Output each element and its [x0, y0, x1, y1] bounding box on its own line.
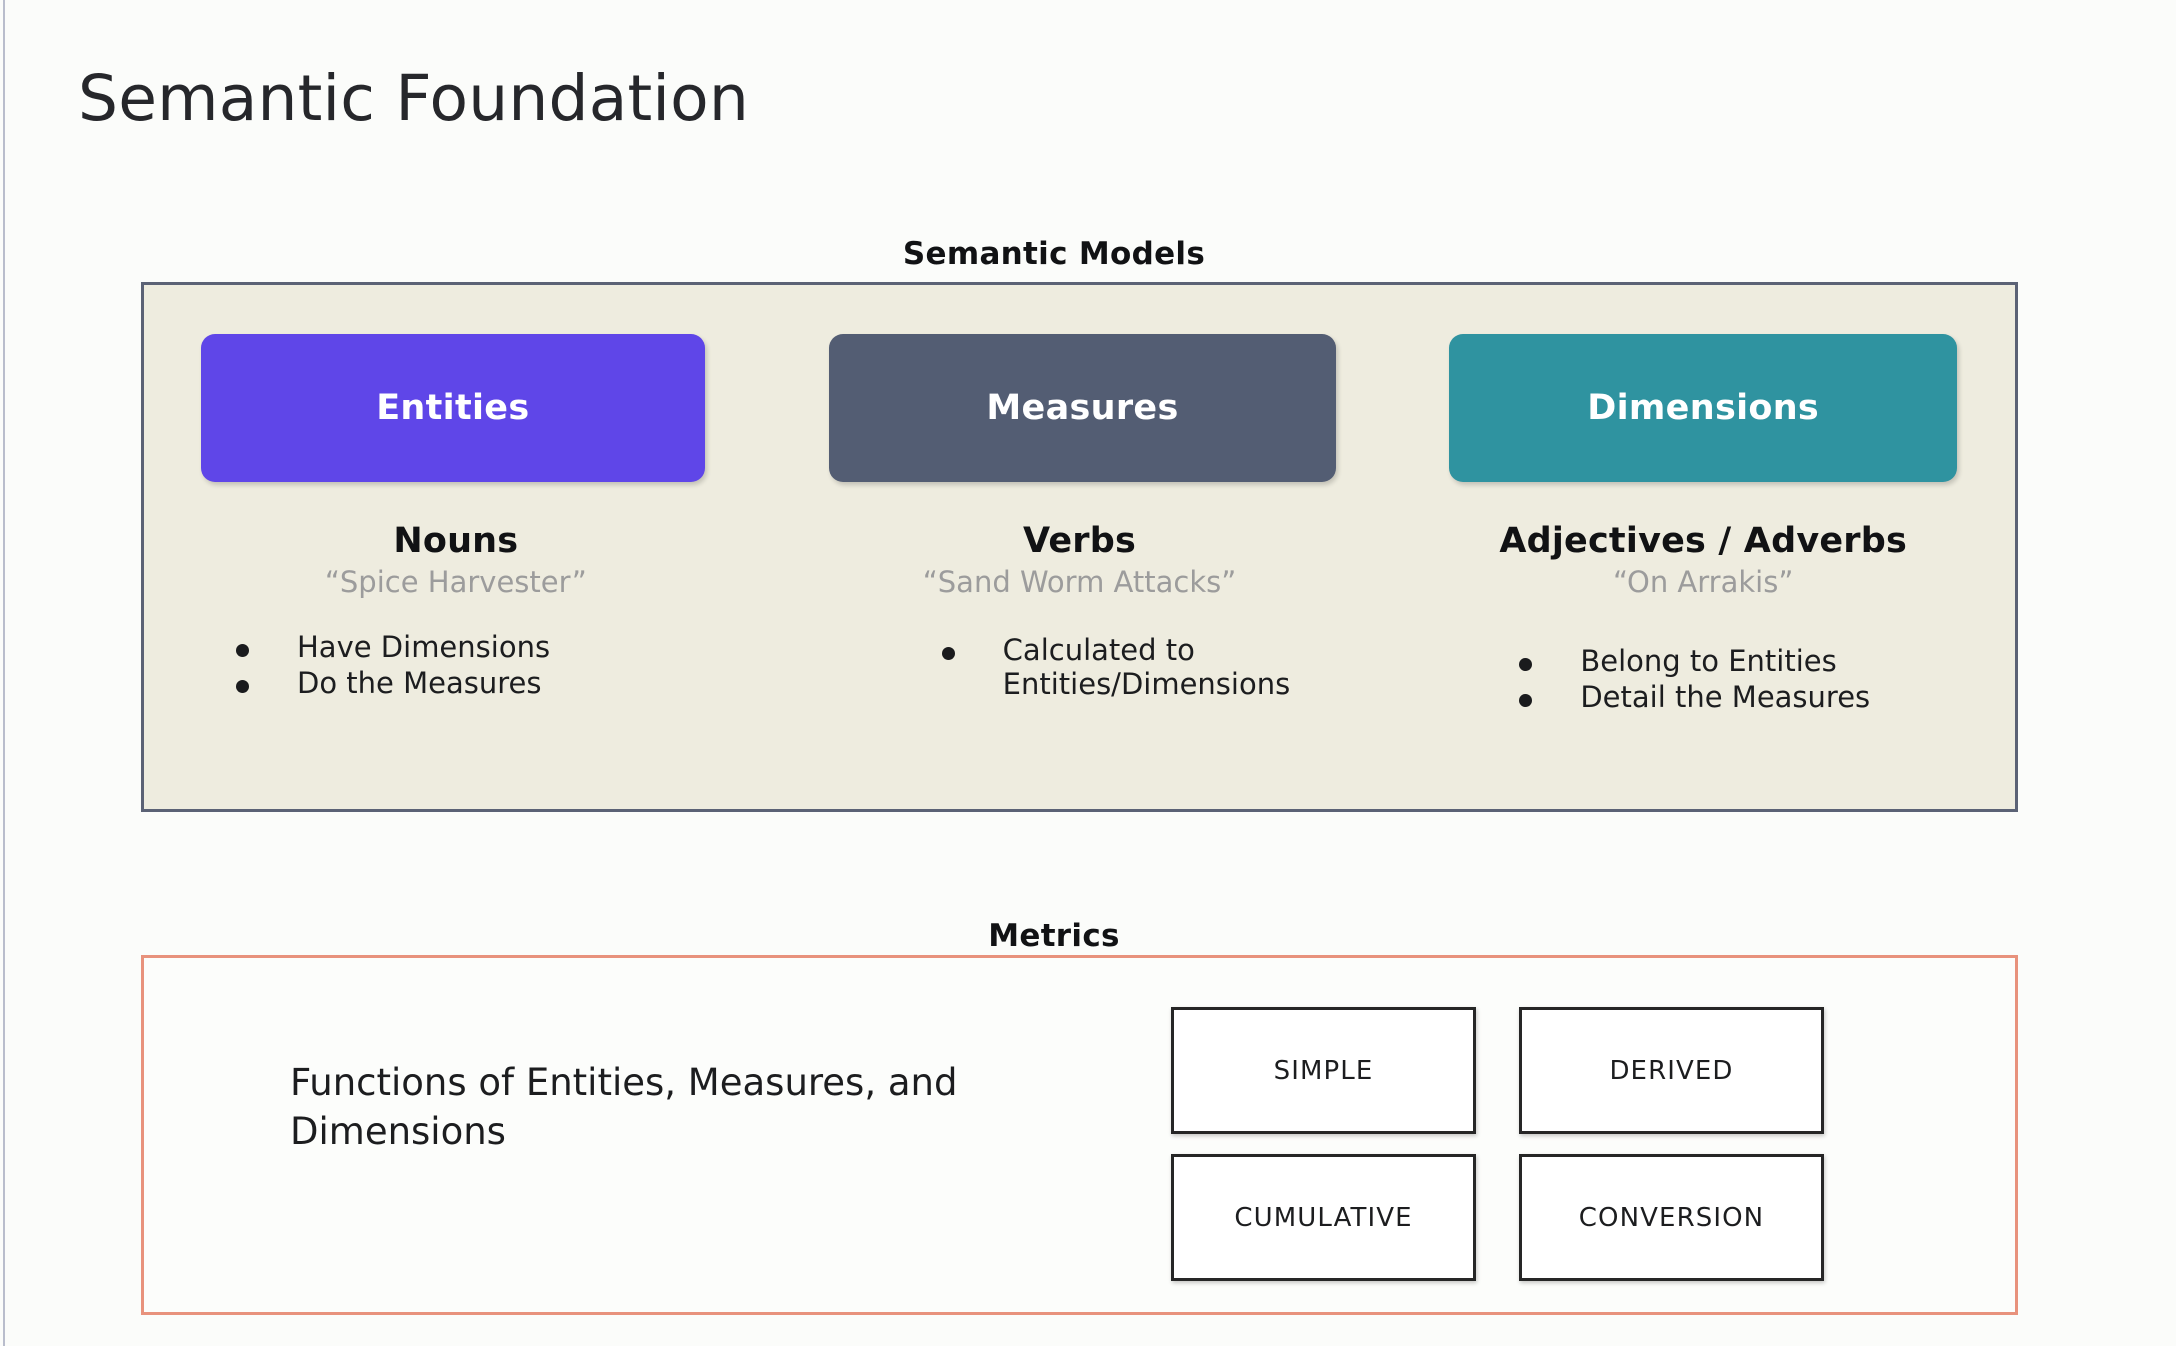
- metric-type-simple[interactable]: SIMPLE: [1171, 1007, 1476, 1134]
- list-item-label: Calculated to Entities/Dimensions: [1002, 633, 1291, 702]
- list-item: Calculated to Entities/Dimensions: [941, 633, 1392, 702]
- semantic-models-section-label: Semantic Models: [902, 236, 1206, 272]
- entities-pill[interactable]: Entities: [201, 334, 705, 482]
- list-item-label: Have Dimensions: [297, 630, 551, 664]
- metrics-panel: Functions of Entities, Measures, and Dim…: [141, 955, 2018, 1315]
- dimensions-bullet-list: Belong to Entities Detail the Measures: [1391, 644, 2015, 714]
- metric-type-cumulative[interactable]: CUMULATIVE: [1171, 1154, 1476, 1281]
- metric-type-conversion[interactable]: CONVERSION: [1519, 1154, 1824, 1281]
- list-item: Have Dimensions: [236, 630, 768, 664]
- entities-part-of-speech: Nouns: [393, 521, 519, 561]
- entities-bullet-list: Have Dimensions Do the Measures: [144, 630, 768, 700]
- measures-example: “Sand Worm Attacks”: [922, 565, 1237, 599]
- list-item-label: Detail the Measures: [1580, 680, 1871, 715]
- metric-type-derived[interactable]: DERIVED: [1519, 1007, 1824, 1134]
- slide-left-edge-rule: [3, 0, 5, 1346]
- measures-bullet-list: Calculated to Entities/Dimensions: [768, 633, 1392, 701]
- dimensions-part-of-speech: Adjectives / Adverbs: [1499, 521, 1908, 561]
- dimensions-example: “On Arrakis”: [1613, 565, 1794, 599]
- bullet-dot-icon: [1519, 658, 1533, 671]
- measures-part-of-speech: Verbs: [1022, 521, 1137, 561]
- list-item-label: Belong to Entities: [1580, 644, 1837, 678]
- bullet-dot-icon: [236, 680, 249, 694]
- bullet-dot-icon: [236, 644, 249, 657]
- bullet-dot-icon: [941, 647, 955, 660]
- entities-example: “Spice Harvester”: [324, 565, 587, 599]
- metrics-section-label: Metrics: [988, 918, 1120, 954]
- list-item: Do the Measures: [236, 666, 768, 700]
- semantic-models-panel: Entities Nouns “Spice Harvester” Have Di…: [141, 282, 2018, 812]
- metric-type-grid: SIMPLE DERIVED CUMULATIVE CONVERSION: [1171, 1007, 1824, 1281]
- dimensions-pill[interactable]: Dimensions: [1449, 334, 1958, 482]
- semantic-column-dimensions: Dimensions Adjectives / Adverbs “On Arra…: [1391, 285, 2015, 809]
- list-item: Belong to Entities: [1519, 644, 2015, 678]
- semantic-column-entities: Entities Nouns “Spice Harvester” Have Di…: [144, 285, 768, 809]
- semantic-models-columns: Entities Nouns “Spice Harvester” Have Di…: [144, 285, 2015, 809]
- measures-pill[interactable]: Measures: [828, 334, 1337, 482]
- list-item: Detail the Measures: [1519, 680, 2015, 714]
- bullet-dot-icon: [1519, 694, 1533, 708]
- semantic-column-measures: Measures Verbs “Sand Worm Attacks” Calcu…: [768, 285, 1392, 809]
- list-item-label: Do the Measures: [297, 666, 542, 701]
- page-title: Semantic Foundation: [78, 62, 749, 135]
- metrics-description: Functions of Entities, Measures, and Dim…: [290, 1061, 958, 1154]
